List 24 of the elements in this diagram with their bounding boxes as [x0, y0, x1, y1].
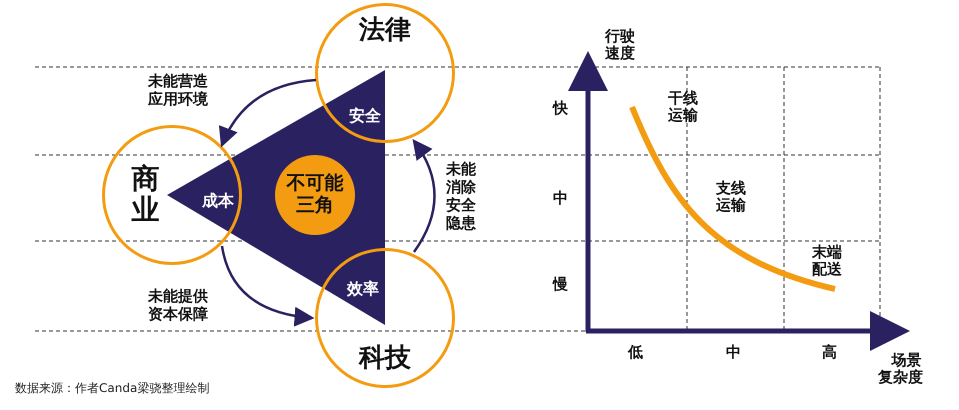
circle: [315, 248, 455, 388]
arrow: [220, 78, 316, 148]
circle-label: 法律: [359, 16, 411, 45]
source-note: 数据来源：作者Canda梁骁整理绘制: [15, 380, 210, 397]
curve-label: 支线运输: [716, 180, 747, 214]
axis-title: 场景复杂度: [878, 352, 924, 386]
arrow: [412, 138, 436, 253]
tick-label: 中: [553, 190, 568, 208]
circle-label: 不可能三角: [285, 173, 344, 217]
corner-label: 效率: [347, 279, 379, 300]
tick-label: 低: [628, 344, 643, 362]
corner-label: 安全: [349, 106, 381, 127]
curve-label: 干线运输: [668, 90, 699, 124]
tick-label: 慢: [553, 276, 568, 294]
circle: [102, 125, 242, 265]
axis-title: 行驶速度: [605, 28, 636, 62]
circle: [315, 3, 455, 143]
corner-label: 成本: [202, 191, 234, 212]
tick-label: 高: [822, 344, 837, 362]
tick-label: 快: [553, 100, 568, 118]
arrow: [220, 246, 314, 326]
circle-label: 商业: [130, 164, 160, 226]
circle-label: 科技: [359, 344, 411, 373]
tick-label: 中: [726, 344, 741, 362]
